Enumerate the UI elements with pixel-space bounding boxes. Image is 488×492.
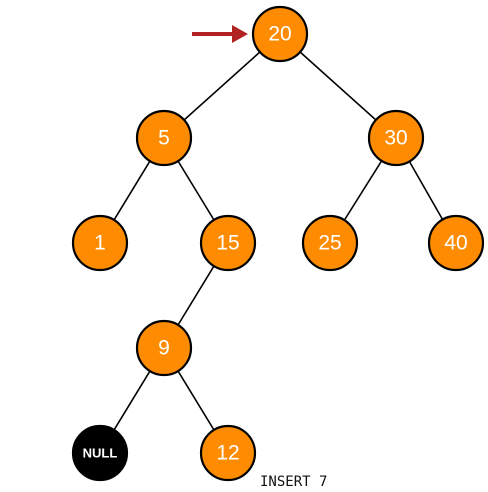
node-label: 15 xyxy=(216,232,239,255)
node-label: 9 xyxy=(158,337,170,360)
null-label: NULL xyxy=(83,446,118,461)
tree-node-null: NULL xyxy=(71,424,129,482)
node-circle xyxy=(71,214,129,272)
node-label: 40 xyxy=(444,232,467,255)
node-circle xyxy=(199,424,257,482)
node-circle xyxy=(367,109,425,167)
node-circle xyxy=(199,214,257,272)
node-label: 25 xyxy=(318,232,341,255)
tree-node-30: 30 xyxy=(367,109,425,167)
tree-node-20: 20 xyxy=(251,5,309,63)
tree-edges xyxy=(99,33,457,454)
tree-node-40: 40 xyxy=(427,214,485,272)
node-circle xyxy=(251,5,309,63)
tree-node-9: 9 xyxy=(135,319,193,377)
node-label: 1 xyxy=(94,232,106,255)
node-circle xyxy=(71,424,129,482)
tree-node-5: 5 xyxy=(135,109,193,167)
node-circle xyxy=(301,214,359,272)
red-arrow-icon xyxy=(192,25,248,43)
node-label: 20 xyxy=(268,23,291,46)
node-circle xyxy=(135,319,193,377)
node-label: 5 xyxy=(158,127,170,150)
node-circle xyxy=(427,214,485,272)
node-circle xyxy=(135,109,193,167)
tree-node-12: 12 xyxy=(199,424,257,482)
tree-node-1: 1 xyxy=(71,214,129,272)
node-label: 30 xyxy=(384,127,407,150)
node-label: 12 xyxy=(216,442,239,465)
tree-node-25: 25 xyxy=(301,214,359,272)
tree-node-15: 15 xyxy=(199,214,257,272)
diagram-caption: INSERT 7 xyxy=(260,474,327,490)
